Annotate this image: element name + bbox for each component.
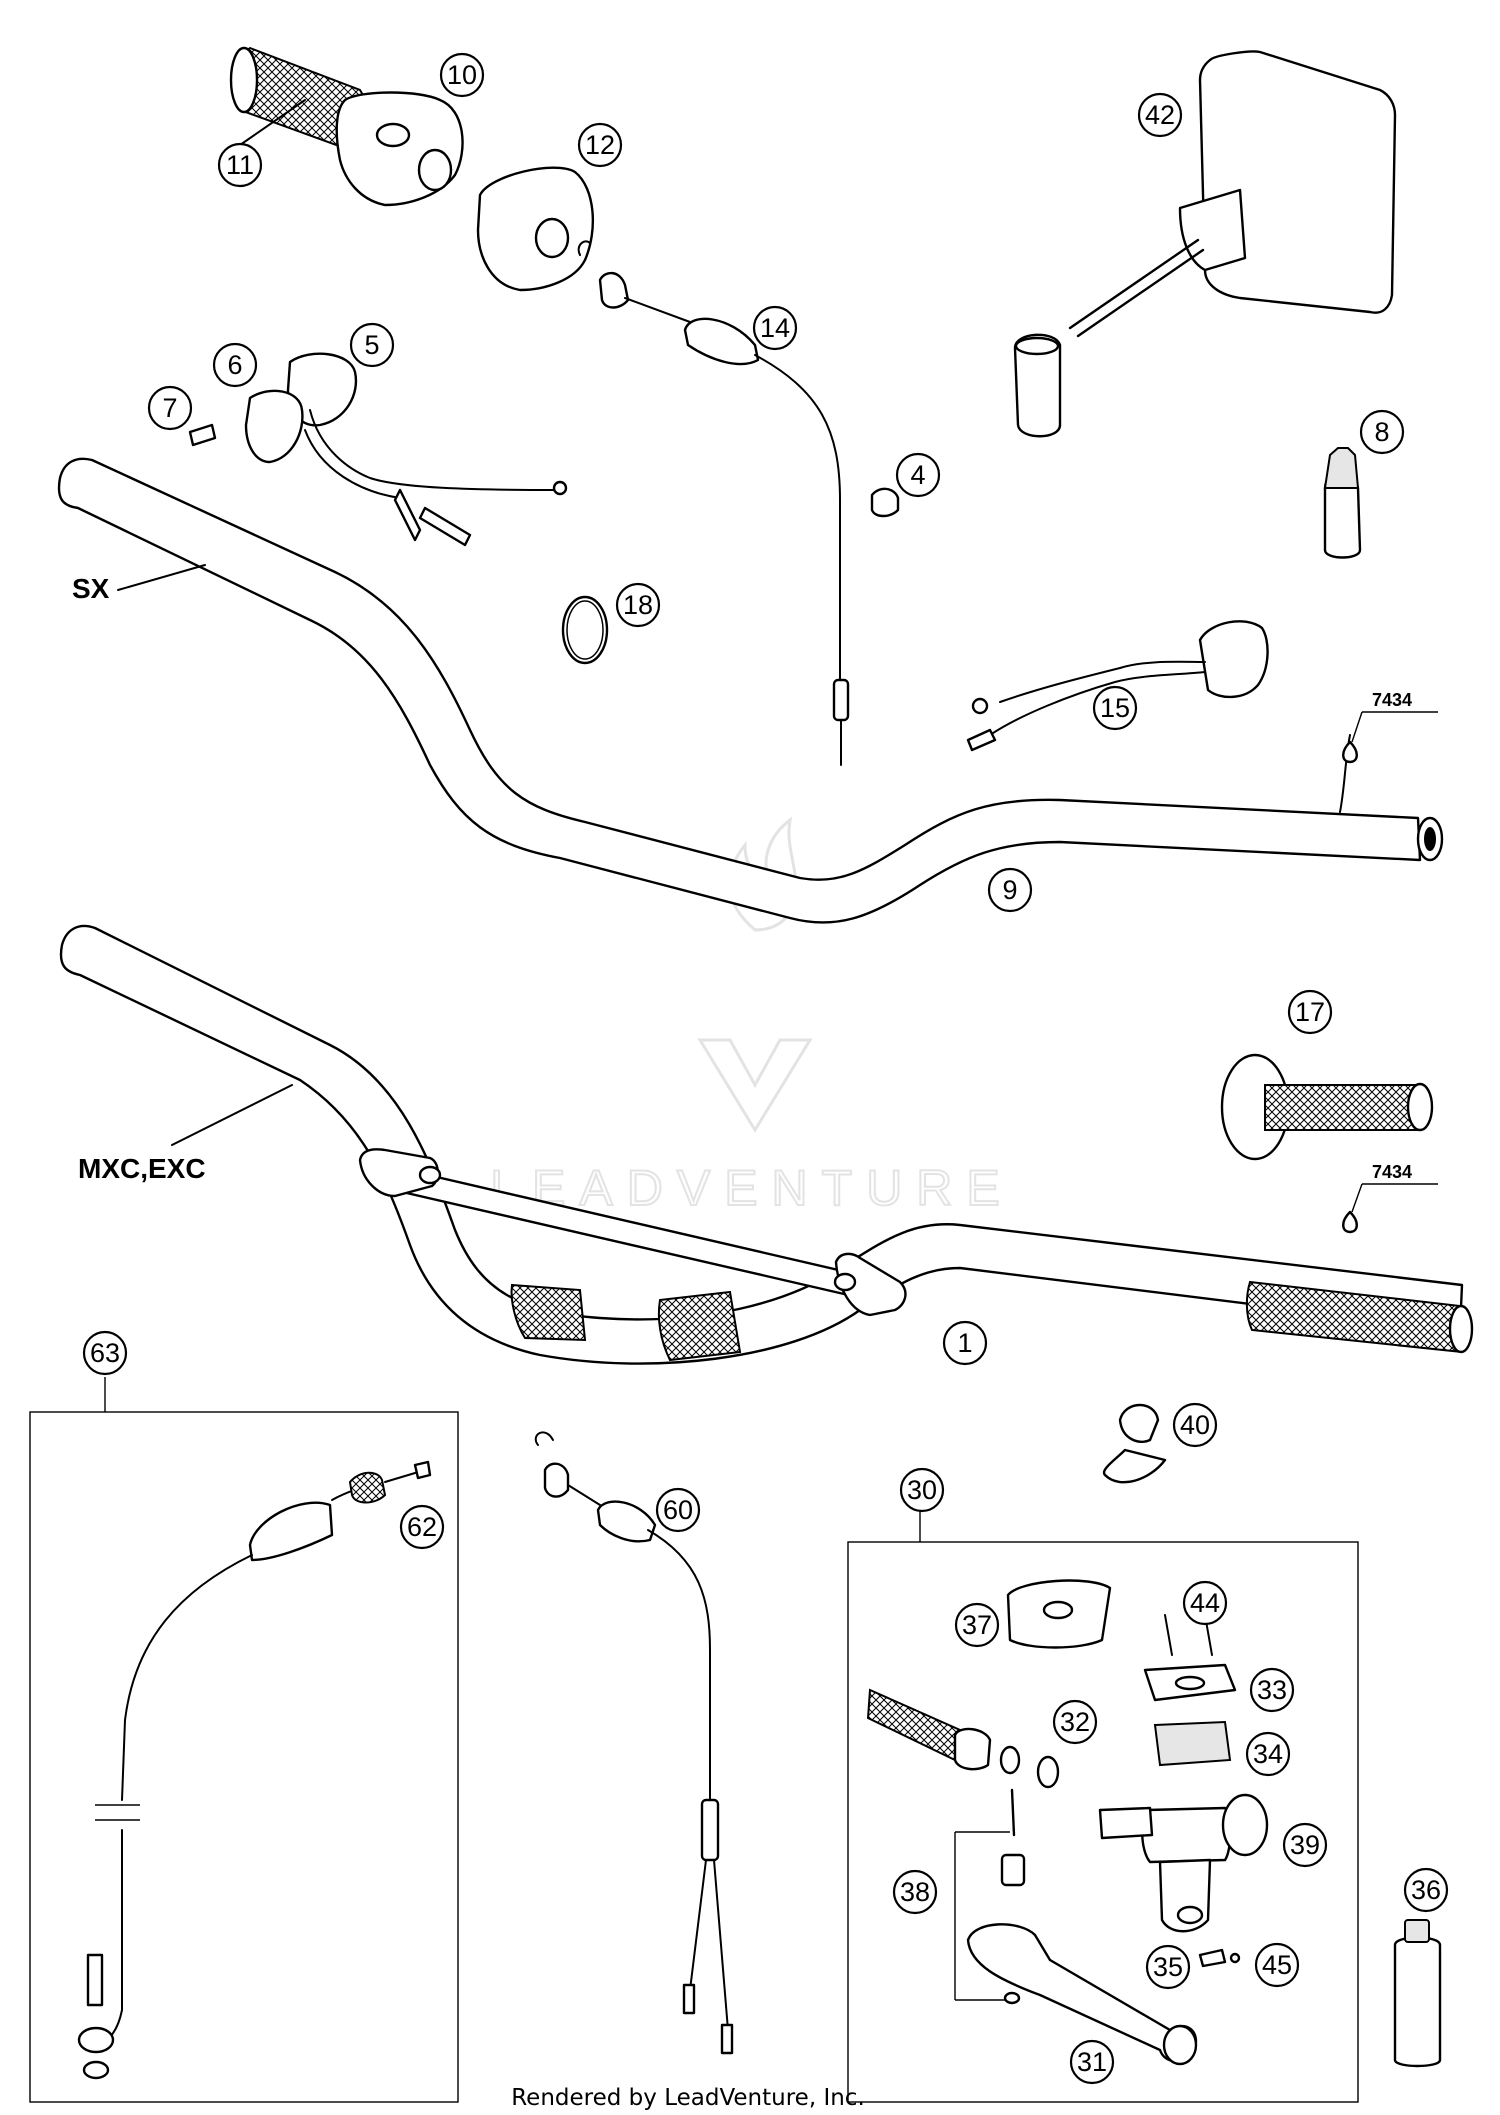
sx-label-group: SX <box>72 564 206 604</box>
svg-text:31: 31 <box>1077 2047 1107 2077</box>
mxc-exc-label: MXC,EXC <box>78 1153 206 1184</box>
svg-text:36: 36 <box>1411 1875 1441 1905</box>
svg-text:38: 38 <box>900 1877 930 1907</box>
footer-credit: Rendered by LeadVenture, Inc. <box>511 2085 865 2111</box>
cable-60 <box>534 1431 734 2055</box>
callout-9: 9 <box>987 867 1033 913</box>
callout-8: 8 <box>1359 409 1405 455</box>
callout-5: 5 <box>349 322 395 368</box>
callout-32: 32 <box>1052 1699 1098 1745</box>
svg-text:1: 1 <box>957 1328 972 1358</box>
svg-text:39: 39 <box>1290 1830 1320 1860</box>
callouts: 1 4 5 6 7 8 9 10 11 12 14 15 17 18 30 31… <box>82 52 1449 2085</box>
svg-text:17: 17 <box>1295 997 1325 1027</box>
callout-35: 35 <box>1145 1944 1191 1990</box>
kit-box-63 <box>29 1411 459 2103</box>
mxc-label-group: MXC,EXC <box>78 1084 293 1184</box>
watermark-text: LEADVENTURE <box>490 1160 1014 1216</box>
svg-text:30: 30 <box>907 1475 937 1505</box>
callout-38: 38 <box>892 1869 938 1915</box>
brake-master-cylinder <box>866 1579 1269 2066</box>
callout-30: 30 <box>899 1467 945 1513</box>
clutch-cable <box>77 1460 432 2080</box>
kill-switch <box>188 352 568 547</box>
kit-box-30 <box>847 1541 1359 2103</box>
svg-text:10: 10 <box>447 60 477 90</box>
callout-6: 6 <box>212 342 258 388</box>
svg-text:33: 33 <box>1257 1675 1287 1705</box>
svg-text:63: 63 <box>90 1338 120 1368</box>
mirror <box>1013 50 1397 438</box>
callout-33: 33 <box>1249 1667 1295 1713</box>
callout-63: 63 <box>82 1330 128 1376</box>
callout-39: 39 <box>1282 1822 1328 1868</box>
throttle-grip-assembly <box>229 46 464 207</box>
svg-text:32: 32 <box>1060 1707 1090 1737</box>
brake-fluid-bottle <box>1393 1919 1442 2068</box>
svg-text:60: 60 <box>663 1495 693 1525</box>
callout-62: 62 <box>399 1504 445 1550</box>
callout-37: 37 <box>954 1602 1000 1648</box>
callout-40: 40 <box>1172 1402 1218 1448</box>
ref-7434-bottom: 7434 <box>1342 1162 1438 1234</box>
svg-text:9: 9 <box>1002 875 1017 905</box>
callout-60: 60 <box>655 1487 701 1533</box>
svg-text:15: 15 <box>1100 693 1130 723</box>
callout-36: 36 <box>1403 1867 1449 1913</box>
watermark: LEADVENTURE <box>489 816 1014 1217</box>
svg-text:12: 12 <box>585 130 615 160</box>
ref-7434-b: 7434 <box>1372 1162 1412 1182</box>
svg-text:8: 8 <box>1374 417 1389 447</box>
ref-7434-a: 7434 <box>1372 690 1412 710</box>
svg-text:5: 5 <box>364 330 379 360</box>
callout-34: 34 <box>1245 1731 1291 1777</box>
callout-12: 12 <box>577 122 623 168</box>
svg-text:11: 11 <box>226 150 254 180</box>
svg-text:37: 37 <box>962 1610 992 1640</box>
nut-4 <box>870 487 900 518</box>
svg-text:6: 6 <box>227 350 242 380</box>
callout-44: 44 <box>1182 1580 1228 1626</box>
light-switch <box>966 620 1269 752</box>
hot-start-cable <box>577 240 850 766</box>
svg-text:7: 7 <box>162 393 177 423</box>
callout-42: 42 <box>1137 92 1183 138</box>
svg-text:35: 35 <box>1153 1952 1183 1982</box>
callout-11: 11 <box>217 142 263 188</box>
grip-17 <box>1220 1053 1434 1161</box>
callout-31: 31 <box>1069 2039 1115 2085</box>
callout-10: 10 <box>439 52 485 98</box>
throttle-cover <box>476 166 594 292</box>
svg-text:18: 18 <box>623 590 653 620</box>
callout-17: 17 <box>1287 989 1333 1035</box>
sx-label: SX <box>72 573 110 604</box>
svg-text:62: 62 <box>407 1512 437 1542</box>
handlebar-mxc-exc <box>59 924 1474 1365</box>
callout-18: 18 <box>615 582 661 628</box>
svg-text:45: 45 <box>1262 1950 1292 1980</box>
callout-7: 7 <box>147 385 193 431</box>
clamp-40 <box>1102 1403 1167 1484</box>
callout-45: 45 <box>1254 1942 1300 1988</box>
cable-tie-18 <box>561 595 609 665</box>
svg-text:42: 42 <box>1145 100 1175 130</box>
callout-14: 14 <box>752 305 798 351</box>
svg-text:40: 40 <box>1180 1410 1210 1440</box>
svg-text:4: 4 <box>910 460 925 490</box>
callout-1: 1 <box>942 1320 988 1366</box>
callout-15: 15 <box>1092 685 1138 731</box>
svg-text:44: 44 <box>1190 1588 1220 1618</box>
threadlocker-bottle <box>1323 447 1362 559</box>
svg-text:14: 14 <box>760 313 790 343</box>
handlebar-sx <box>57 457 1444 924</box>
svg-text:34: 34 <box>1253 1739 1283 1769</box>
callout-4: 4 <box>895 452 941 498</box>
ref-7434-top: 7434 <box>1342 690 1438 764</box>
